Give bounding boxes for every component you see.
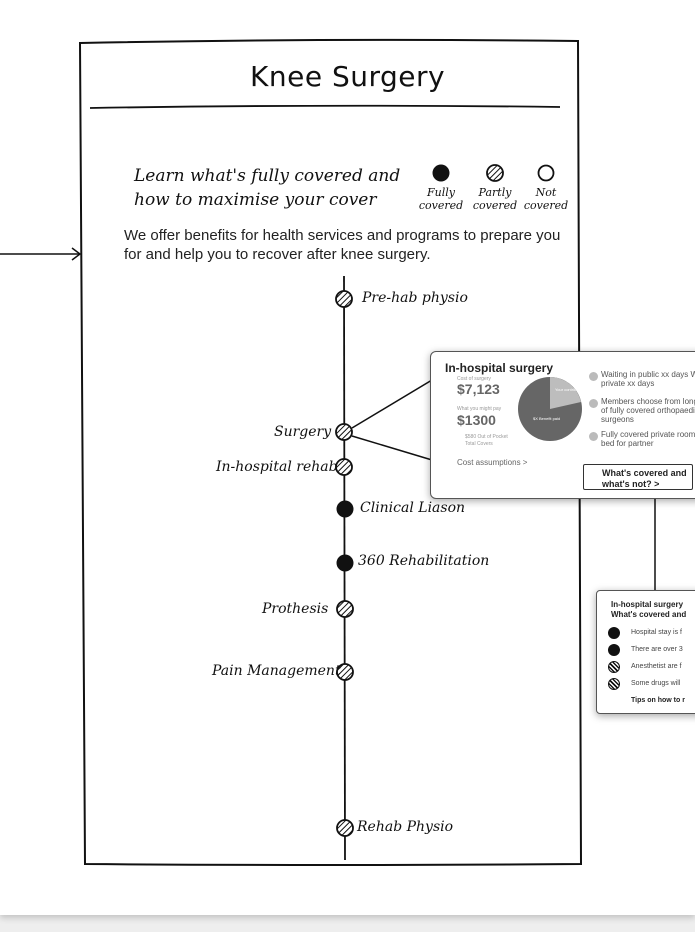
whats-covered-button[interactable]: What's covered and what's not? > — [583, 464, 693, 490]
coverage-row: Anesthetist are f — [631, 663, 682, 670]
coverage-row: There are over 3 — [631, 646, 683, 653]
legend-hatched-icon — [486, 164, 504, 182]
node-prehab-icon — [335, 290, 353, 308]
node-inhospital-rehab-icon — [335, 458, 353, 476]
legend-empty-icon — [537, 164, 555, 182]
card2-title: In-hospital surgery — [611, 600, 684, 609]
step-prothesis[interactable]: Prothesis — [262, 601, 329, 617]
pay-value: $1300 — [457, 412, 496, 428]
step-360-rehabilitation[interactable]: 360 Rehabilitation — [358, 553, 490, 569]
node-360-rehab-icon — [336, 554, 354, 572]
intro-line-2: how to maximise your cover — [134, 190, 377, 210]
page-title: Knee Surgery — [250, 60, 446, 93]
note-waiting: Waiting in public xx days Waiting for pr… — [601, 370, 695, 388]
node-prothesis-icon — [336, 600, 354, 618]
step-surgery[interactable]: Surgery — [274, 424, 332, 440]
card1-title: In-hospital surgery — [445, 361, 554, 375]
legend-fully-covered: Fully covered — [418, 186, 464, 212]
note-bullet-icon — [589, 399, 598, 408]
card2-subtitle: What's covered and — [611, 610, 687, 619]
node-surgery-icon — [335, 423, 353, 441]
header-divider — [89, 104, 561, 109]
step-clinical-liason[interactable]: Clinical Liason — [360, 500, 466, 516]
pie-label-contribution: Your contribution — [555, 387, 585, 392]
step-pain-management[interactable]: Pain Management — [212, 663, 341, 679]
cost-assumptions-link[interactable]: Cost assumptions > — [457, 458, 528, 467]
incoming-arrow-head — [71, 247, 82, 261]
cost-pie-chart: Your contribution $X Benefit paid — [518, 377, 585, 441]
pie-label-benefit: $X Benefit paid — [533, 416, 560, 421]
node-clinical-liason-icon — [336, 500, 354, 518]
legend-filled-icon — [432, 164, 450, 182]
intro-heading: Learn what's fully covered and how to ma… — [134, 164, 400, 212]
surgery-summary-card: In-hospital surgery Cost of surgery $7,1… — [430, 351, 695, 499]
step-inhospital-rehab[interactable]: In-hospital rehab — [216, 459, 338, 475]
note-surgeons: Members choose from long choice of fully… — [601, 397, 695, 424]
description-text: We offer benefits for health services an… — [124, 227, 561, 263]
coverage-detail-card: In-hospital surgery What's covered and H… — [596, 590, 695, 714]
legend-partly-covered: Partly covered — [472, 186, 518, 212]
step-prehab-physio[interactable]: Pre-hab physio — [362, 290, 468, 306]
node-rehab-physio-icon — [336, 819, 354, 837]
cost-value: $7,123 — [457, 381, 500, 397]
coverage-row: Some drugs will — [631, 680, 681, 687]
note-bullet-icon — [589, 372, 598, 381]
pay-label: What you might pay — [457, 406, 502, 412]
node-pain-management-icon — [336, 663, 354, 681]
row-hatched-icon — [608, 661, 620, 673]
pie-legend-oop: $580 Out of Pocket — [465, 434, 508, 440]
frame-outline — [78, 38, 583, 866]
callout-line-top — [351, 379, 433, 429]
cost-label: Cost of surgery — [457, 376, 491, 382]
legend-not-covered: Not covered — [523, 186, 569, 212]
callout-line-bottom — [351, 435, 433, 461]
row-hatched-icon — [608, 678, 620, 690]
row-filled-icon — [608, 644, 620, 656]
note-private-room: Fully covered private room, extra bed fo… — [601, 430, 695, 448]
row-filled-icon — [608, 627, 620, 639]
pie-legend-total: Total Covers — [465, 441, 493, 447]
note-bullet-icon — [589, 432, 598, 441]
step-rehab-physio[interactable]: Rehab Physio — [357, 819, 454, 835]
coverage-row: Hospital stay is f — [631, 629, 682, 636]
tips-link[interactable]: Tips on how to r — [631, 697, 685, 704]
intro-line-1: Learn what's fully covered and — [134, 166, 401, 186]
